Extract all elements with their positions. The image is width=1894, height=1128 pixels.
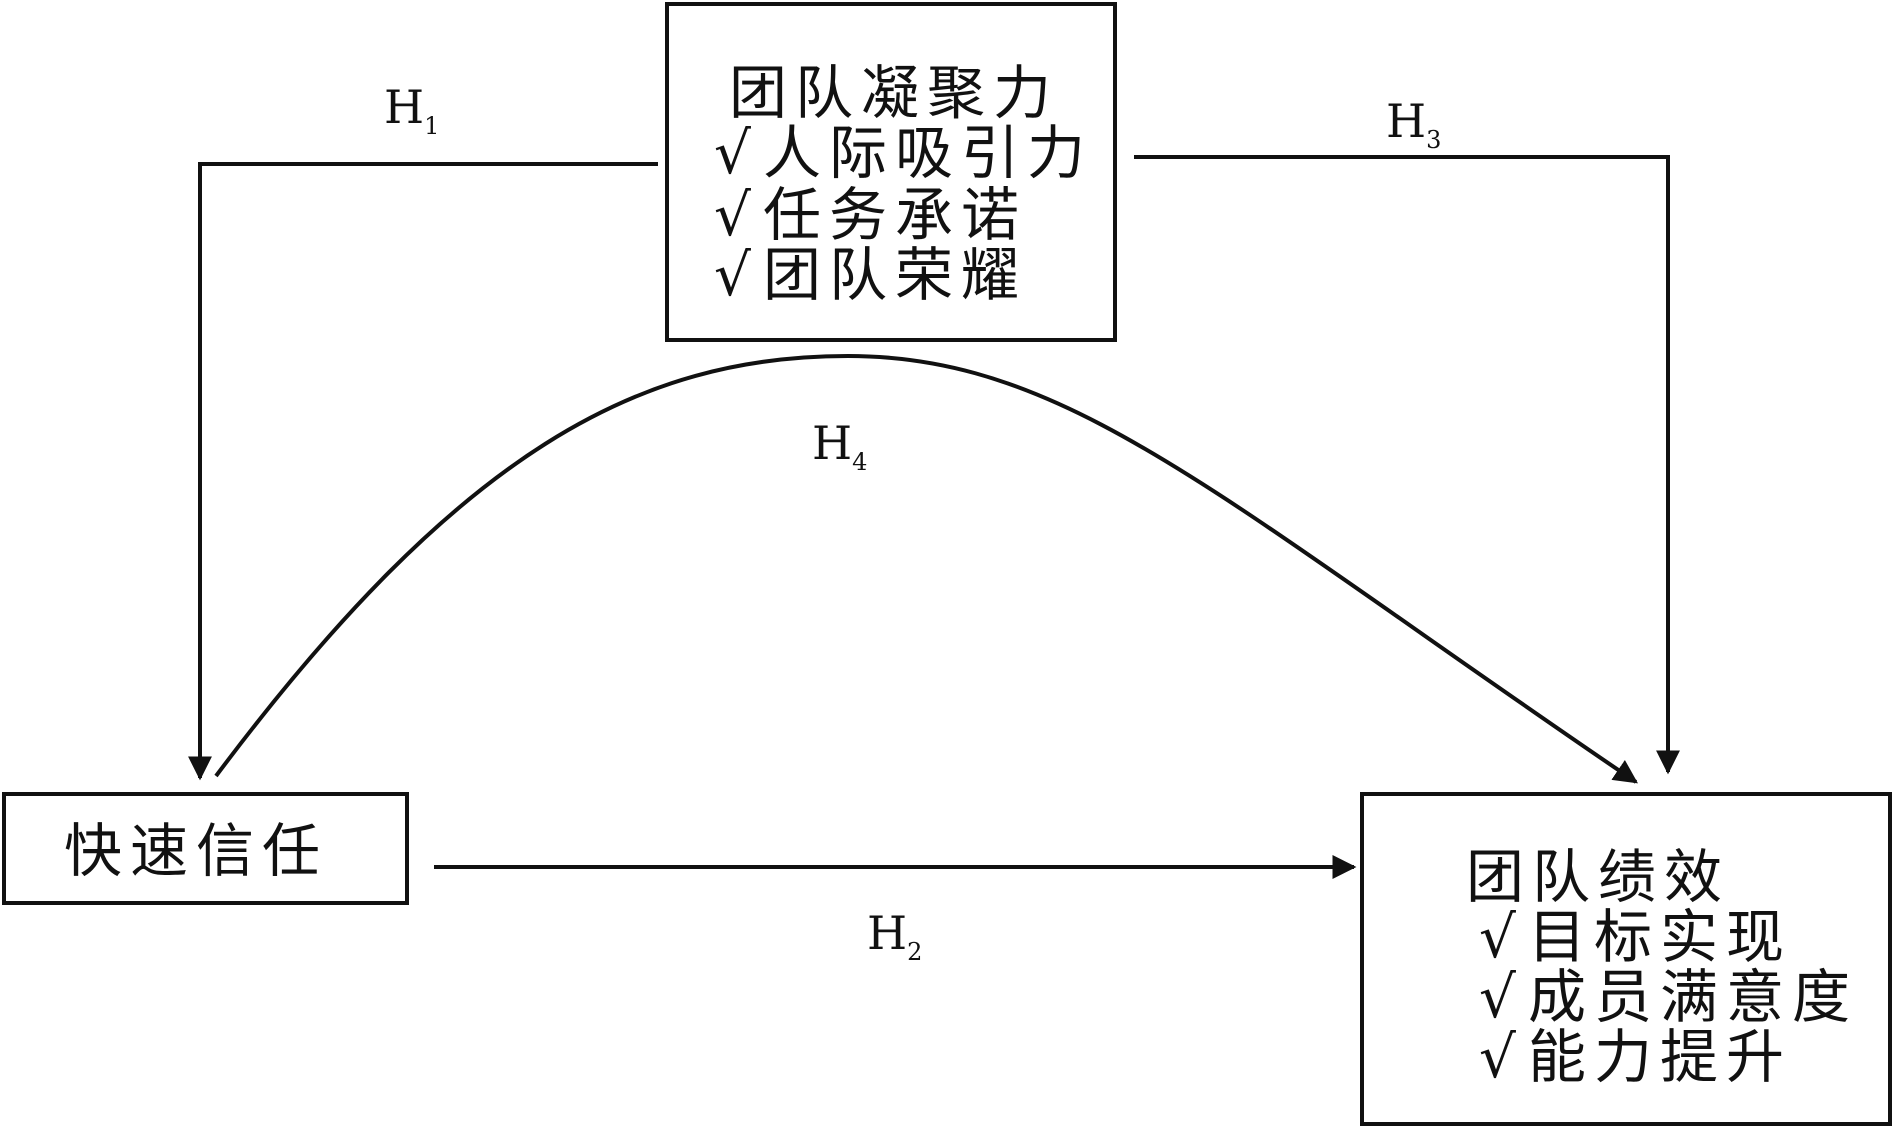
team-cohesion-title: 团队凝聚力 (729, 59, 1060, 127)
check-icon: √ (1479, 1023, 1516, 1091)
hypothesis-h3-label: H3 (1386, 98, 1441, 152)
h1-arrow (188, 162, 658, 781)
item-label: 任务承诺 (762, 181, 1027, 249)
performance-item-member-satisfaction: √成员满意度 (1479, 968, 1858, 1026)
hypothesis-letter: H (867, 906, 908, 960)
hypothesis-h1-label: H1 (384, 84, 439, 138)
check-icon: √ (1479, 903, 1516, 971)
hypothesis-h2-label: H2 (867, 910, 922, 964)
hypothesis-number: 2 (907, 937, 923, 966)
check-icon: √ (714, 119, 751, 187)
check-icon: √ (714, 241, 751, 309)
hypothesis-letter: H (384, 80, 425, 134)
cohesion-item-team-pride: √团队荣耀 (714, 246, 1027, 304)
team-cohesion-box: 团队凝聚力 √人际吸引力 √任务承诺 √团队荣耀 (665, 2, 1117, 342)
team-performance-title: 团队绩效 (1466, 843, 1731, 911)
h4-curve (214, 353, 1638, 784)
hypothesis-letter: H (1386, 94, 1427, 148)
check-icon: √ (1479, 963, 1516, 1031)
hypothesis-number: 1 (424, 111, 440, 140)
item-label: 人际吸引力 (762, 119, 1093, 187)
item-label: 团队荣耀 (762, 241, 1027, 309)
performance-item-goal-achievement: √目标实现 (1479, 908, 1792, 966)
item-label: 成员满意度 (1527, 963, 1858, 1031)
cohesion-item-interpersonal-attraction: √人际吸引力 (714, 124, 1093, 182)
performance-item-capability-improvement: √能力提升 (1479, 1028, 1792, 1086)
hypothesis-h4-label: H4 (812, 420, 867, 474)
hypothesis-number: 3 (1426, 125, 1442, 154)
team-performance-box: 团队绩效 √目标实现 √成员满意度 √能力提升 (1360, 792, 1892, 1126)
h3-arrow (1134, 155, 1680, 775)
swift-trust-title: 快速信任 (64, 817, 329, 885)
swift-trust-box: 快速信任 (2, 792, 409, 905)
item-label: 目标实现 (1527, 903, 1792, 971)
hypothesis-letter: H (812, 416, 853, 470)
item-label: 能力提升 (1527, 1023, 1792, 1091)
hypothesis-number: 4 (852, 447, 868, 476)
cohesion-item-task-commitment: √任务承诺 (714, 186, 1027, 244)
check-icon: √ (714, 181, 751, 249)
